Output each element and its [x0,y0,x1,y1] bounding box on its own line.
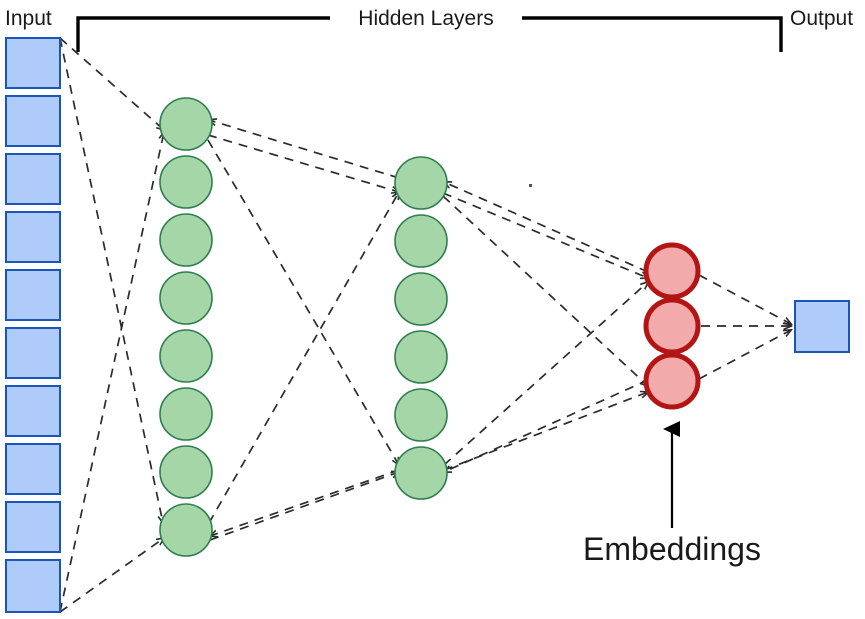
input-node[interactable] [5,385,61,437]
connection-line [207,134,399,192]
connection-line [209,120,400,179]
embeddings-layer [643,242,701,410]
connections-hidden1-to-hidden2 [207,120,400,541]
input-node[interactable] [5,153,61,205]
input-node[interactable] [5,95,61,147]
hidden-node[interactable] [159,445,213,499]
hidden-node[interactable] [394,156,448,210]
bracket-left-arm [76,16,330,52]
hidden-node[interactable] [159,271,213,325]
connection-line [442,195,648,386]
input-node[interactable] [5,269,61,321]
connection-line [442,192,648,278]
input-node[interactable] [5,37,61,89]
connection-line [443,392,648,471]
hidden-node[interactable] [159,155,213,209]
hidden-node[interactable] [159,213,213,267]
connection-line [210,469,400,536]
hidden-node[interactable] [159,503,213,557]
input-node[interactable] [5,501,61,553]
connection-line [443,282,648,466]
output-node[interactable] [794,300,850,353]
artifact-speck [529,184,532,187]
output-label: Output [790,7,853,30]
bracket-right-arm [522,16,783,52]
connection-line [208,192,399,524]
hidden-node[interactable] [159,387,213,441]
hidden-node[interactable] [159,329,213,383]
connection-line [59,37,164,130]
embedding-node[interactable] [643,242,701,300]
hidden-node[interactable] [394,330,448,384]
hidden-node[interactable] [394,388,448,442]
hidden-layers-label: Hidden Layers [358,7,493,30]
connection-line [444,379,649,472]
input-label: Input [5,7,52,30]
hidden-layer-2 [394,156,448,500]
connection-line [209,472,399,541]
hidden-node[interactable] [394,446,448,500]
hidden-node[interactable] [394,272,448,326]
connections-input-to-hidden1 [59,37,164,613]
input-node[interactable] [5,327,61,379]
connection-line [59,132,164,613]
hidden-layer-1 [159,97,213,557]
connection-line [698,274,791,324]
hidden-layers-bracket [76,16,783,52]
hidden-node[interactable] [159,97,213,151]
connections-hidden2-to-embeddings [443,182,648,472]
input-node[interactable] [5,211,61,263]
connections-embeddings-to-output [698,274,791,380]
connection-line [207,139,399,465]
connection-line [59,37,163,523]
input-node[interactable] [5,443,61,495]
input-node[interactable] [5,559,61,613]
connection-line [59,538,164,613]
input-layer [5,37,61,613]
embedding-node[interactable] [643,297,701,355]
embeddings-label: Embeddings [583,531,761,567]
embedding-node[interactable] [643,352,701,410]
embeddings-callout: Embeddings [583,421,761,567]
hidden-node[interactable] [394,214,448,268]
connection-line [444,182,649,273]
connection-line [698,330,791,380]
